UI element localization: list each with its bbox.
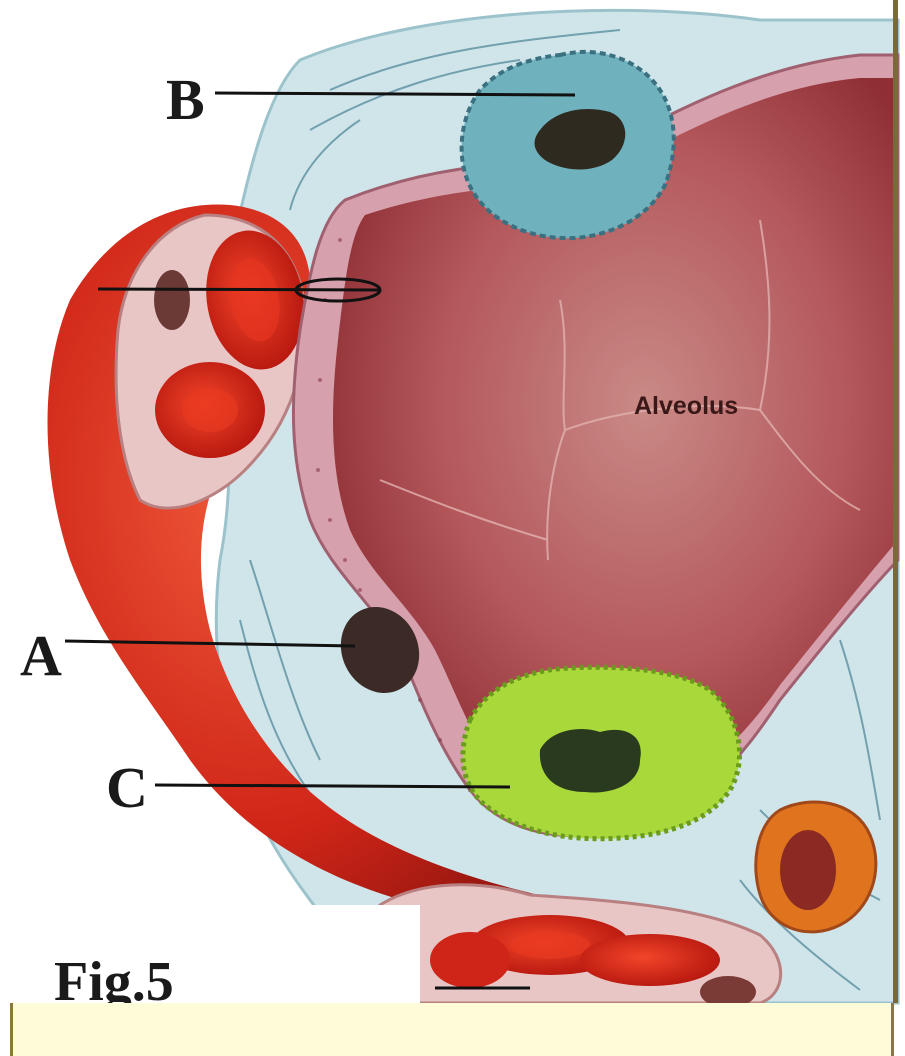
cell-c: [463, 667, 740, 839]
caption-box: [10, 1003, 894, 1056]
label-b: B: [166, 66, 205, 133]
label-a: A: [20, 622, 62, 689]
endothelial-nucleus-left: [154, 270, 190, 330]
frame-border: [893, 0, 898, 1003]
label-c: C: [106, 754, 148, 821]
cell-b: [462, 52, 674, 238]
leader-line-c: [155, 785, 510, 787]
cell-c-nucleus: [540, 729, 641, 793]
macrophage-right: [756, 802, 876, 932]
leader-line-b: [215, 93, 575, 95]
alveolus-label: Alveolus: [634, 392, 738, 421]
leader-line-unlabeled: [98, 289, 380, 290]
